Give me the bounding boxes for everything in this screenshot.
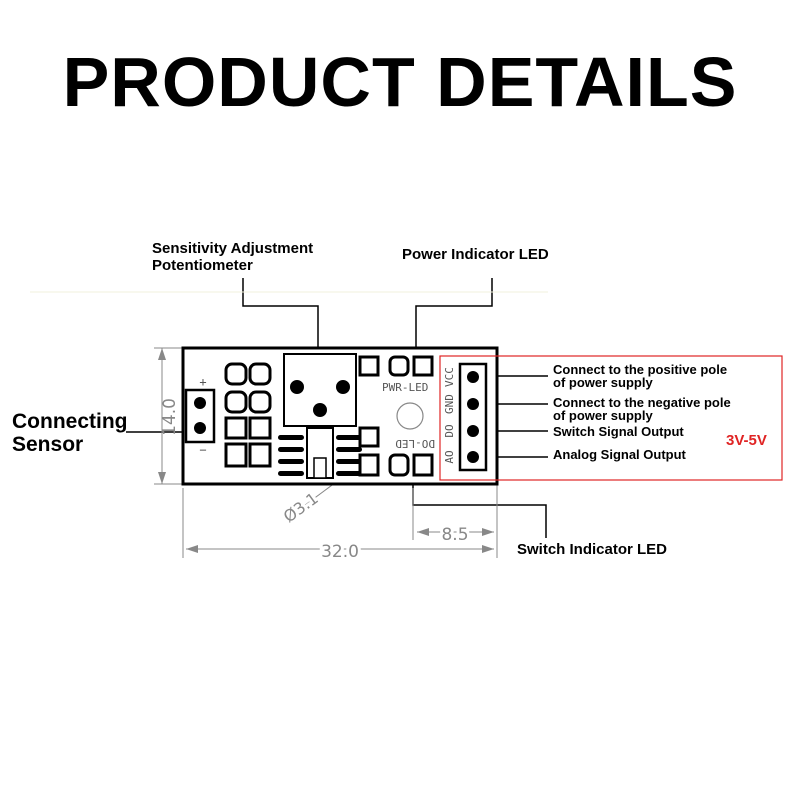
dimension-hole: Ø3.1 [280, 489, 322, 527]
potentiometer [283, 353, 357, 427]
sensitivity-label: Sensitivity Adjustment Potentiometer [152, 240, 314, 274]
svg-text:VCC: VCC [443, 367, 456, 387]
mounting-hole [396, 402, 424, 430]
svg-text:DO: DO [443, 424, 456, 437]
led-pads [358, 355, 434, 477]
voltage-label: 3V-5V [726, 432, 767, 449]
dimension-width: 32.0 [321, 542, 359, 562]
dimension-arrows [158, 348, 494, 553]
pin-silk-labels: VCC GND DO AO [443, 367, 456, 464]
do-pin-label: Switch Signal Output [553, 424, 684, 439]
sensitivity-callout-line [242, 278, 319, 358]
silk-do-led: DO-LED [395, 437, 435, 450]
silk-minus: − [199, 443, 206, 457]
switch-led-label: Switch Indicator LED [517, 541, 668, 558]
silk-plus: + [199, 375, 206, 389]
page-title: PRODUCT DETAILS [62, 43, 738, 121]
gnd-pin-label: Connect to the negative pole of power su… [553, 395, 731, 423]
smd-pads [224, 362, 272, 468]
ic-chip [278, 427, 362, 479]
dimension-offset: 8.5 [441, 525, 468, 545]
sensor-connector: + − [184, 375, 216, 457]
ao-pin-label: Analog Signal Output [553, 447, 686, 462]
dimension-height: 14.0 [160, 398, 180, 436]
svg-text:GND: GND [443, 394, 456, 414]
power-led-label: Power Indicator LED [402, 246, 549, 263]
power-led-callout-line [415, 278, 493, 358]
pin-highlight-box [439, 355, 783, 481]
output-header [458, 362, 488, 472]
vcc-pin-label: Connect to the positive pole of power su… [553, 362, 728, 390]
connecting-sensor-label: Connecting Sensor [12, 410, 128, 456]
svg-text:AO: AO [443, 450, 456, 463]
silk-pwr-led: PWR-LED [382, 381, 428, 394]
